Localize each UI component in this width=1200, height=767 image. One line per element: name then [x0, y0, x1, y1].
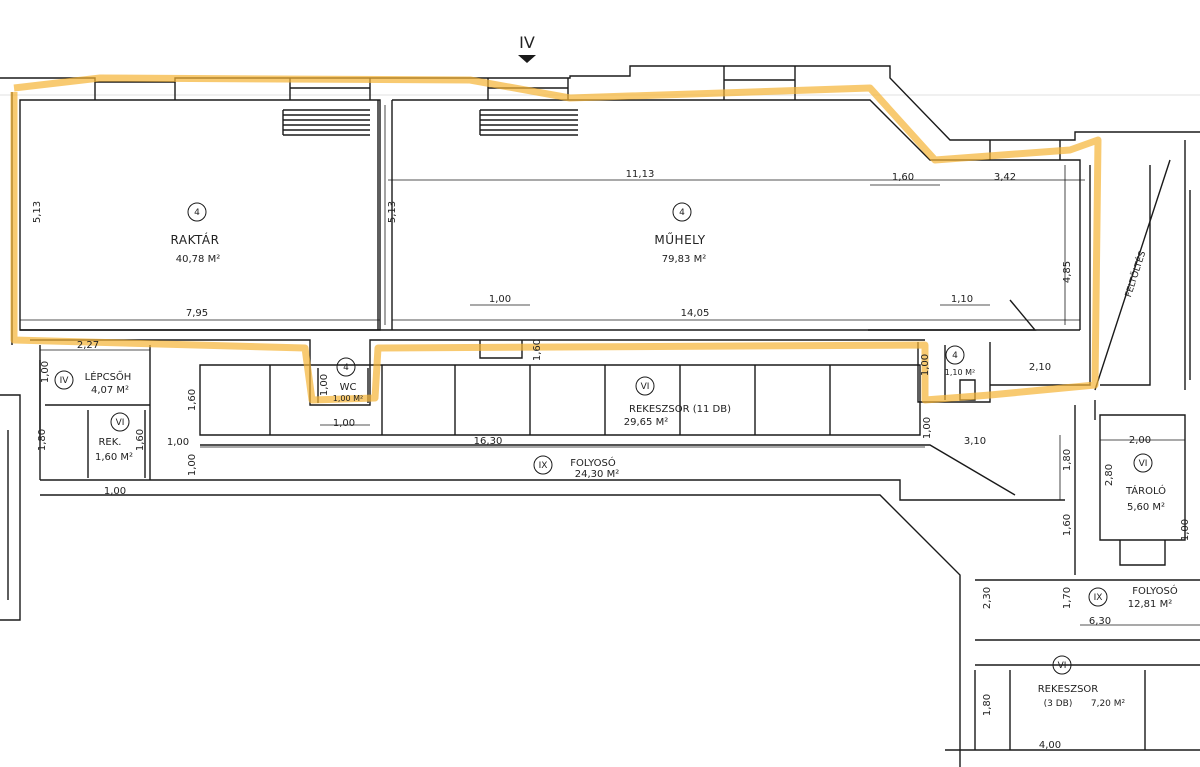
room-name: FOLYOSÓ	[570, 456, 616, 469]
section-marker: IV	[519, 33, 535, 52]
dimension-label: 5,13	[387, 201, 398, 223]
dimension-label: 3,42	[994, 172, 1016, 183]
code-circle-rekeszsor2	[1052, 655, 1072, 675]
room-area: 40,78 M²	[176, 254, 220, 265]
dimension-label: 4,00	[1039, 740, 1061, 751]
room-name: REK.	[98, 437, 121, 448]
dimension-label: 7,95	[186, 308, 208, 319]
feltoltes-label: FELTÖLTÉS	[1122, 249, 1148, 299]
room-code: 4	[952, 351, 958, 361]
room-code: IV	[60, 376, 70, 386]
room-code: IX	[539, 461, 548, 471]
dimension-label: 1,00	[489, 294, 511, 305]
dimension-label: 6,30	[1089, 616, 1111, 627]
highlight-outline	[10, 74, 1102, 404]
room-area: 7,20 M²	[1091, 699, 1126, 709]
room-area: 29,65 M²	[624, 417, 668, 428]
room-area: 5,60 M²	[1127, 502, 1165, 513]
walls	[0, 65, 1200, 767]
room-area: 79,83 M²	[662, 254, 706, 265]
code-circle-wc2	[945, 345, 965, 365]
room-code: IX	[1094, 593, 1103, 603]
code-circle-rek	[110, 412, 130, 432]
dimension-label: 4,85	[1062, 261, 1073, 283]
dimension-label: 16,30	[474, 436, 503, 447]
dimension-label: 2,00	[1129, 435, 1151, 446]
room-area: 1,00 M²	[333, 394, 363, 403]
dimension-label: 1,80	[982, 694, 993, 716]
room-code: VI	[1058, 661, 1067, 671]
room-area: 1,10 M²	[945, 368, 975, 377]
dimension-label: 11,13	[626, 169, 655, 180]
dimension-label: 5,13	[32, 201, 43, 223]
dimension-label: 1,00	[40, 361, 51, 383]
room-name: FOLYOSÓ	[1132, 584, 1178, 597]
code-circle-folyoso2	[1088, 587, 1108, 607]
code-circle-tarolo	[1133, 453, 1153, 473]
code-circle-folyoso1	[533, 455, 553, 475]
room-area: 1,60 M²	[95, 452, 133, 463]
dimension-label: 1,00	[922, 417, 933, 439]
dimension-label: 1,80	[37, 429, 48, 451]
section-arrow-icon	[518, 55, 536, 63]
code-circle-muhely	[672, 202, 692, 222]
dimension-label: 3,10	[964, 436, 986, 447]
dimension-label: 1,80	[1062, 449, 1073, 471]
dimension-label: 1,10	[951, 294, 973, 305]
room-name: LÉPCSŐH	[85, 369, 132, 383]
dimension-label: 1,70	[1062, 587, 1073, 609]
dimension-label: 1,60	[1062, 514, 1073, 536]
room-name: TÁROLÓ	[1125, 484, 1166, 497]
room-area: 12,81 M²	[1128, 599, 1172, 610]
dimension-label: 1,00	[920, 354, 931, 376]
room-area: 4,07 M²	[91, 385, 129, 396]
dimension-label: 1,00	[333, 418, 355, 429]
code-circle-lepcso	[54, 370, 74, 390]
room-name: WC	[340, 382, 357, 393]
room-name: REKESZSOR (11 DB)	[629, 404, 731, 415]
dimension-label: 1,60	[532, 339, 543, 361]
dimension-label: 1,60	[892, 172, 914, 183]
room-code: VI	[1139, 459, 1148, 469]
code-circle-raktar	[187, 202, 207, 222]
room-code: 4	[343, 363, 349, 373]
code-circle-wc1	[336, 357, 356, 377]
dimension-label: 2,27	[77, 340, 99, 351]
dimension-label: 1,00	[187, 454, 198, 476]
room-name: REKESZSOR	[1038, 684, 1099, 695]
room-code: VI	[116, 418, 125, 428]
dimension-label: 2,10	[1029, 362, 1051, 373]
room-name: MŰHELY	[654, 232, 705, 247]
room-code: VI	[641, 382, 650, 392]
room-sub: (3 DB)	[1044, 699, 1073, 709]
dimension-label: 1,00	[167, 437, 189, 448]
dimension-label: 1,60	[135, 429, 146, 451]
dimension-label: 1,00	[319, 374, 330, 396]
room-code: 4	[194, 208, 200, 218]
dimension-label: 2,30	[982, 587, 993, 609]
dimension-label: 2,80	[1104, 464, 1115, 486]
dimension-label: 1,00	[1180, 519, 1191, 541]
dimension-label: 14,05	[681, 308, 710, 319]
code-circle-rekeszsor1	[635, 376, 655, 396]
room-area: 24,30 M²	[575, 469, 619, 480]
room-code: 4	[679, 208, 685, 218]
dimension-label: 1,00	[104, 486, 126, 497]
room-name: RAKTÁR	[171, 232, 220, 247]
dimension-label: 1,60	[187, 389, 198, 411]
